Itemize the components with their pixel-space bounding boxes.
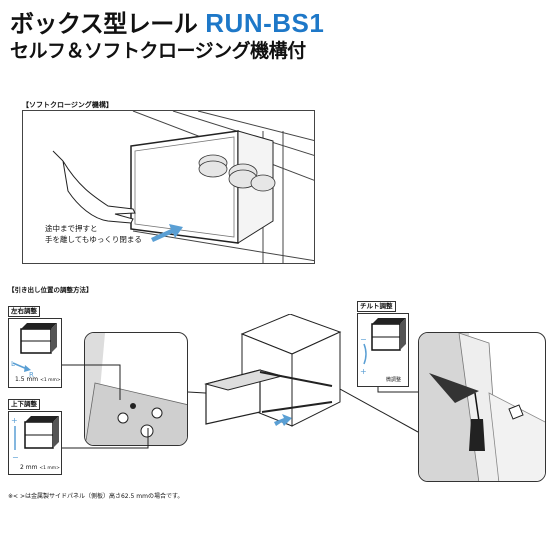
- footnote: ※< >は金属製サイドパネル（側板）高さ62.5 mmの場合です。: [8, 493, 184, 500]
- lr-adjust-amount: 1.5 mm <1 mm>: [15, 376, 61, 383]
- ud-minus: −: [12, 453, 19, 462]
- lr-amount-note: <1 mm>: [40, 378, 61, 383]
- tilt-adjust-label: チルト調整: [357, 301, 396, 312]
- lr-r-label: R: [29, 371, 34, 379]
- cabinet-illustration: [202, 313, 352, 444]
- adjust-section-label: 【引き出し位置の調整方法】: [8, 286, 93, 294]
- tilt-adjust-amount: 微調整: [386, 377, 402, 383]
- model-number: RUN-BS1: [205, 8, 325, 38]
- ud-plus: +: [11, 416, 18, 425]
- product-subtitle: セルフ＆ソフトクロージング機構付: [10, 40, 306, 62]
- tilt-plus: +: [360, 367, 367, 376]
- rail-detail-view: [84, 332, 188, 446]
- soft-close-caption-line1: 途中まで押すと: [45, 224, 98, 233]
- ud-adjust-box: + −: [8, 411, 62, 475]
- tilt-minus: −: [360, 335, 367, 344]
- ud-adjust-label: 上下調整: [8, 399, 40, 410]
- ud-amount-value: 2 mm: [20, 464, 38, 471]
- ud-amount-note: <1 mm>: [39, 466, 60, 471]
- ud-adjust-amount: 2 mm <1 mm>: [20, 464, 60, 471]
- soft-close-illustration: 途中まで押すと 手を離してもゆっくり閉まる: [22, 110, 315, 264]
- tilt-adjust-box: − +: [357, 313, 409, 387]
- product-name: ボックス型レール: [10, 10, 198, 38]
- lr-adjust-label: 左右調整: [8, 306, 40, 317]
- soft-close-caption-line2: 手を離してもゆっくり閉まる: [45, 235, 142, 244]
- lr-amount-value: 1.5 mm: [15, 376, 39, 383]
- soft-close-section-label: 【ソフトクロージング機構】: [22, 101, 113, 109]
- soft-close-caption: 途中まで押すと 手を離してもゆっくり閉まる: [45, 223, 142, 245]
- screwdriver-detail-view: [418, 332, 546, 482]
- lr-adjust-box: L R: [8, 318, 62, 388]
- lr-l-label: L: [11, 360, 15, 368]
